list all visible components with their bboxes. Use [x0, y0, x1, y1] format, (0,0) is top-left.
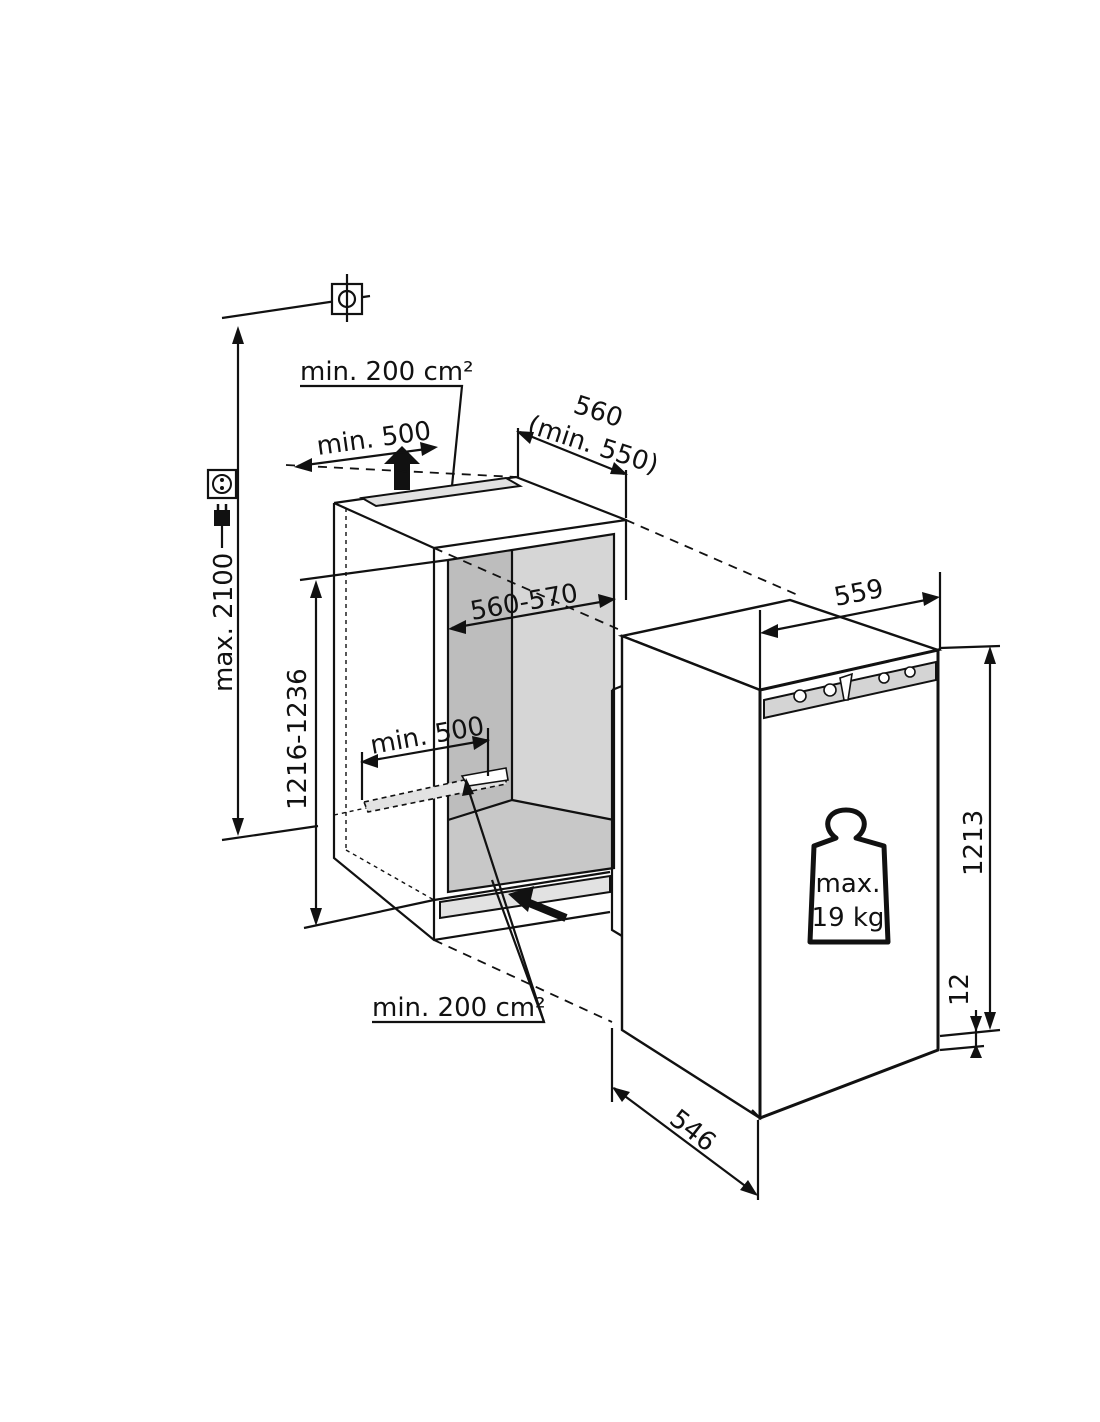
weight-label-line1: max.: [816, 869, 881, 899]
weight-label-line2: 19 kg: [812, 903, 885, 933]
plinth-gap-label: 12: [945, 973, 975, 1006]
bottom-vent-area-label: min. 200 cm²: [372, 993, 546, 1023]
electrical-outlet-icon: [206, 468, 238, 500]
airflow-arrow-icon: [508, 886, 568, 922]
appliance-depth-label: 546: [664, 1104, 722, 1158]
water-connection-icon: [330, 274, 364, 322]
projection-lines: [285, 464, 801, 1023]
max-height-label: max. 2100: [209, 553, 239, 692]
dim-top-vent-area: min. 200 cm²: [300, 357, 474, 487]
dim-plinth-gap: 12: [939, 973, 985, 1058]
appliance-width-label: 559: [832, 574, 886, 613]
weight-icon: max. 19 kg: [807, 807, 891, 945]
appliance-height-label: 1213: [959, 810, 989, 876]
dim-max-height: max. 2100: [209, 294, 371, 842]
airflow-arrow-icon: [384, 446, 420, 490]
appliance: [610, 598, 943, 1121]
dim-niche-depth: 560 (min. 550): [516, 390, 662, 518]
top-vent-area-label: min. 200 cm²: [300, 357, 474, 387]
niche-cabinet: [332, 475, 628, 942]
dim-appliance-height: 1213: [939, 644, 1001, 1038]
dim-bottom-vent-area: min. 200 cm²: [372, 778, 546, 1024]
dim-niche-height: 1216-1236: [283, 558, 449, 930]
power-plug-icon: [214, 504, 230, 548]
niche-height-label: 1216-1236: [283, 668, 313, 810]
